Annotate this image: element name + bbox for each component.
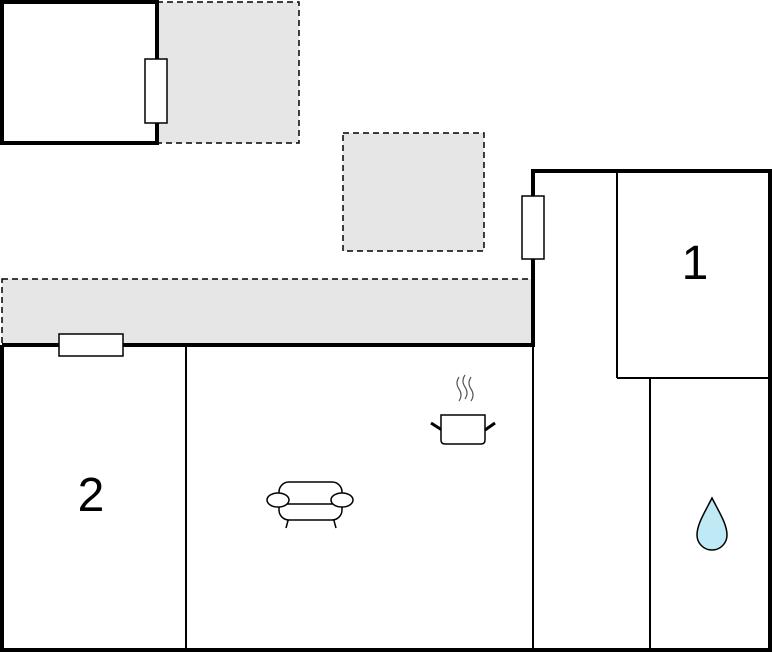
cooking-pot-icon (430, 374, 496, 445)
outbuilding-room (0, 0, 159, 145)
room-2-label: 2 (78, 469, 105, 522)
water-drop-icon (696, 496, 728, 551)
terrace-middle (342, 132, 485, 252)
interior-walls (185, 171, 770, 650)
room-1-label: 1 (682, 237, 709, 290)
windows (58, 58, 545, 357)
sofa-icon (266, 481, 354, 529)
window-bedroom-2 (58, 333, 124, 357)
window-hall (521, 195, 545, 260)
window-outbuilding (144, 58, 168, 124)
terrace-top-left (156, 1, 300, 144)
